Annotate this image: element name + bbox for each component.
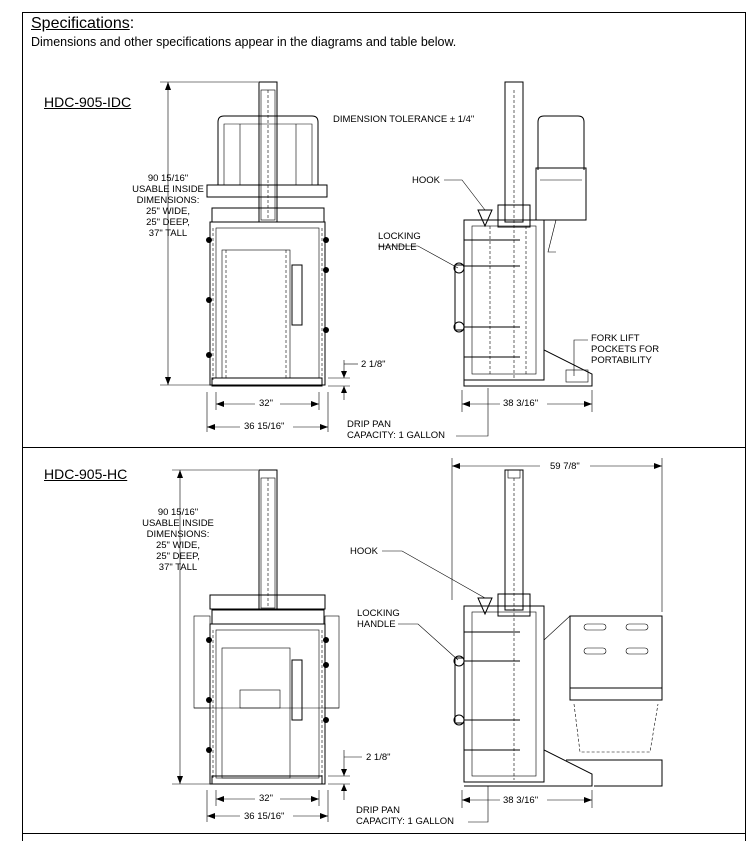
page-frame: [22, 12, 746, 841]
height-dimension-label-top: 90 15/16" USABLE INSIDE DIMENSIONS: 25" …: [132, 173, 204, 239]
depth-38-top: 38 3/16": [503, 398, 539, 409]
locking-handle-label-top: LOCKING HANDLE: [378, 231, 421, 253]
drip-pan-label-top: DRIP PAN CAPACITY: 1 GALLON: [347, 419, 446, 441]
width-32-bottom: 32": [259, 793, 273, 804]
width-36-top: 36 15/16": [244, 421, 285, 432]
drip-pan-label-bottom: DRIP PAN CAPACITY: 1 GALLON: [356, 805, 455, 827]
height-dimension-label-bottom: 90 15/16" USABLE INSIDE DIMENSIONS: 25" …: [142, 507, 214, 573]
specifications-subtitle: Dimensions and other specifications appe…: [31, 35, 457, 49]
hook-label-bottom: HOOK: [350, 546, 378, 557]
bottom-rule: [22, 833, 746, 834]
drip-pan-height-top: 2 1/8": [361, 359, 386, 370]
width-36-bottom: 36 15/16": [244, 811, 285, 822]
locking-handle-label-bottom: LOCKING HANDLE: [357, 608, 400, 630]
fork-lift-label: FORK LIFT POCKETS FOR PORTABILITY: [591, 333, 660, 366]
top-front-view: [160, 81, 358, 432]
depth-38-bottom: 38 3/16": [503, 795, 539, 806]
model-name-hc: HDC-905-HC: [44, 466, 128, 482]
width-59-bottom: 59 7/8": [548, 461, 582, 472]
bottom-front-view: [172, 469, 362, 822]
model-name-idc: HDC-905-IDC: [44, 94, 132, 110]
drip-pan-height-bottom: 2 1/8": [366, 752, 391, 763]
top-side-view: [378, 81, 593, 437]
hook-label-top: HOOK: [412, 175, 440, 186]
section-divider: [22, 447, 746, 448]
specifications-heading: Specifications:: [31, 15, 135, 32]
dimension-tolerance: DIMENSION TOLERANCE ± 1/4": [333, 114, 475, 125]
width-32-top: 32": [259, 398, 273, 409]
bottom-side-view: [382, 458, 663, 823]
